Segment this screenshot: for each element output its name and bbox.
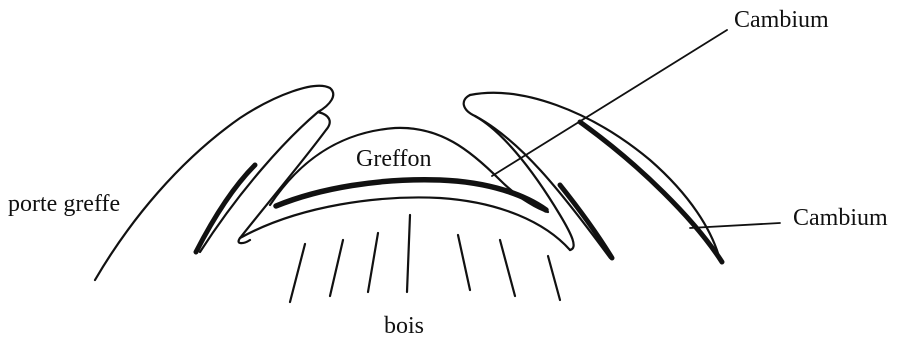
wood-line [500, 240, 515, 296]
label-porte-greffe: porte greffe [8, 192, 120, 216]
label-cambium-top: Cambium [734, 8, 829, 32]
wood-line [368, 233, 378, 292]
label-bois: bois [384, 314, 424, 338]
label-greffon: Greffon [356, 147, 432, 171]
wood-line [548, 256, 560, 300]
cambium-left-thick [196, 165, 255, 252]
rootstock-left-outline [95, 86, 333, 280]
leader-cambium-top [492, 30, 727, 176]
wood-line [330, 240, 343, 296]
wood-line [407, 215, 410, 292]
label-cambium-right: Cambium [793, 206, 888, 230]
rootstock-left-inner-flap [239, 112, 330, 243]
scion-lower-edge [240, 197, 570, 250]
wood-line [290, 244, 305, 302]
wood-line [458, 235, 470, 290]
